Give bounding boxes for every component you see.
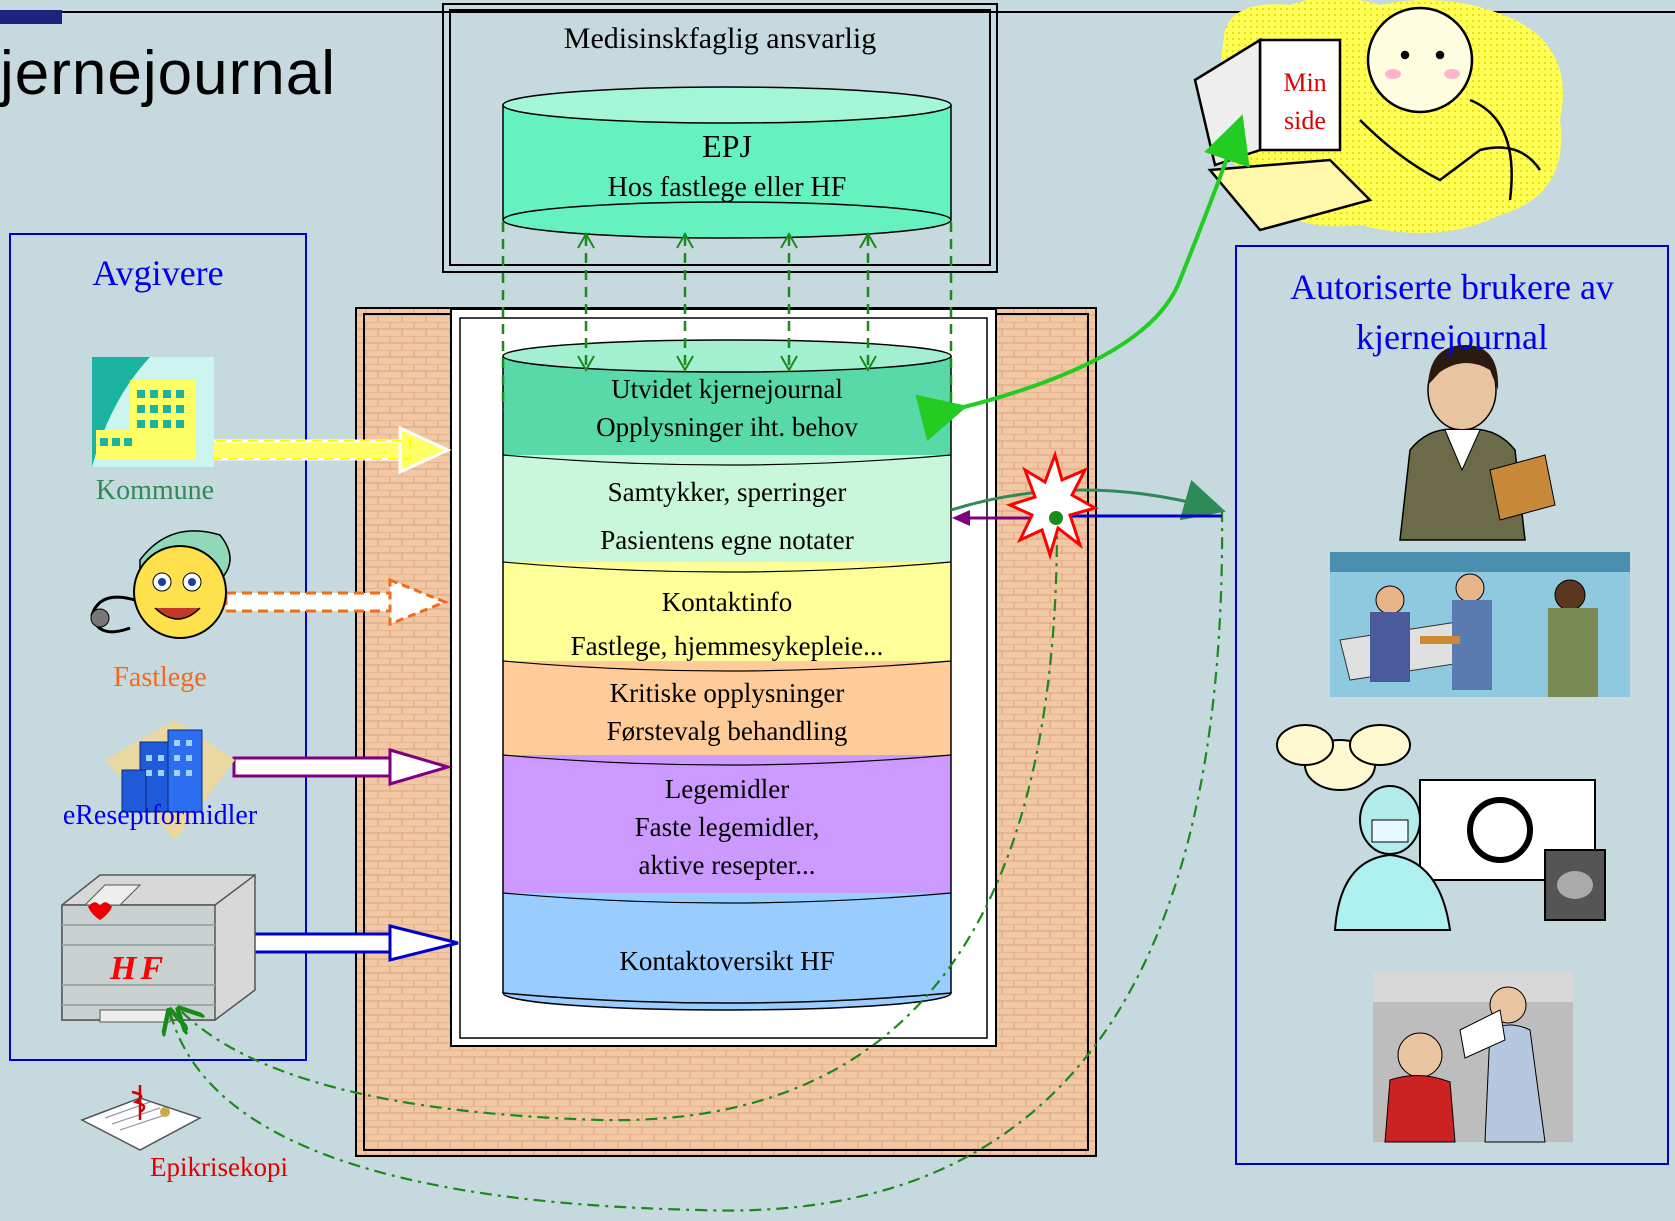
doctor-woman-icon xyxy=(1399,345,1556,541)
layer-kontaktinfo: Kontaktinfo Fastlege, hjemmesykepleie... xyxy=(503,580,951,668)
min-side-line1: Min xyxy=(1283,68,1327,97)
hf-icon xyxy=(61,874,256,1023)
layer-samtykker: Samtykker, sperringer Pasientens egne no… xyxy=(503,468,951,564)
hf-return-arrow xyxy=(180,517,1059,1122)
layer-legemidler-line1: Legemidler xyxy=(664,774,790,804)
layer-kontaktoversikt: Kontaktoversikt HF xyxy=(503,942,951,980)
slide-title: jernejournal xyxy=(0,39,336,108)
epikrise-icon xyxy=(80,1085,202,1151)
surgeon-scanner-icon xyxy=(1276,724,1606,931)
fastlege-arrow xyxy=(224,577,450,627)
min-side-line2: side xyxy=(1284,106,1326,135)
epikrise-label: Epikrisekopi xyxy=(150,1152,288,1182)
layer-kritiske: Kritiske opplysninger Førstevalg behandl… xyxy=(503,674,951,750)
layer-kontaktinfo-line2: Fastlege, hjemmesykepleie... xyxy=(570,631,884,661)
layer-legemidler-line3: aktive resepter... xyxy=(638,850,816,880)
ambulance-team-icon xyxy=(1330,552,1630,697)
ereseptformidler-arrow xyxy=(232,747,454,787)
layer-kontaktinfo-line1: Kontaktinfo xyxy=(661,587,793,617)
layer-kritiske-line1: Kritiske opplysninger xyxy=(609,678,845,708)
brukere-panel xyxy=(1235,245,1669,1165)
epj-subtitle: Hos fastlege eller HF xyxy=(607,172,847,203)
kommune-arrow xyxy=(198,425,452,475)
epj-cylinder xyxy=(502,86,952,239)
brukere-heading-line2: kjernejournal xyxy=(1356,317,1548,357)
layer-kritiske-line2: Førstevalg behandling xyxy=(606,716,848,746)
kommune-icon xyxy=(92,357,214,467)
ereseptformidler-icon xyxy=(105,720,235,840)
avgivere-heading: Avgivere xyxy=(92,253,224,293)
layer-utvidet-line1: Utvidet kjernejournal xyxy=(611,374,843,404)
hf-label: HF xyxy=(110,950,168,987)
epikrise-arrow xyxy=(170,509,1224,1212)
fastlege-icon xyxy=(90,530,231,639)
avgivere-panel xyxy=(9,233,307,1061)
min-side-label: Min side xyxy=(1270,64,1340,140)
kommune-label: Kommune xyxy=(95,475,215,506)
title-bar-accent xyxy=(0,10,62,24)
layer-utvidet: Utvidet kjernejournal Opplysninger iht. … xyxy=(503,370,951,446)
epj-header: Medisinskfaglig ansvarlig xyxy=(563,22,877,55)
kjernejournal-cylinder xyxy=(502,339,952,1011)
consent-check-arrow xyxy=(950,479,1226,521)
layer-legemidler-line2: Faste legemidler, xyxy=(634,812,820,842)
ereseptformidler-label: eReseptformidler xyxy=(62,800,258,831)
layer-utvidet-line2: Opplysninger iht. behov xyxy=(596,412,858,442)
brukere-heading: Autoriserte brukere av kjernejournal xyxy=(1236,262,1668,362)
fastlege-label: Fastlege xyxy=(113,662,207,693)
layer-samtykker-line2: Pasientens egne notater xyxy=(600,525,854,555)
layer-kontaktoversikt-line1: Kontaktoversikt HF xyxy=(619,946,835,976)
brukere-heading-line1: Autoriserte brukere av xyxy=(1290,267,1614,307)
nurse-patient-icon xyxy=(1373,972,1573,1143)
min-side-arrow xyxy=(915,114,1250,442)
layer-legemidler: Legemidler Faste legemidler, aktive rese… xyxy=(503,770,951,884)
epj-title: EPJ xyxy=(702,128,752,164)
layer-samtykker-line1: Samtykker, sperringer xyxy=(607,477,847,507)
block-explosion-icon xyxy=(1005,450,1099,561)
